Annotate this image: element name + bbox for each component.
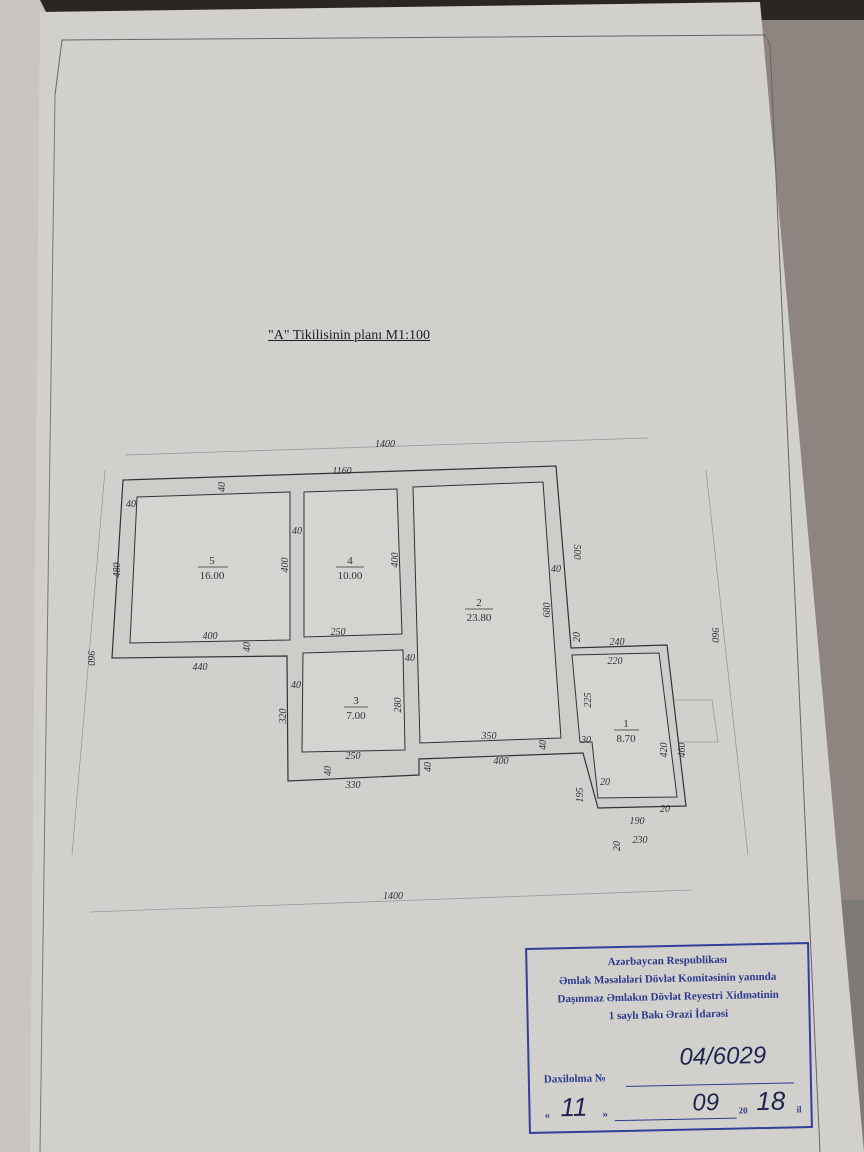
dim-label: 500 — [571, 545, 582, 560]
quote-close: » — [602, 1108, 609, 1121]
room-5-area: 16.00 — [200, 570, 225, 582]
dim-label: 400 — [390, 553, 401, 568]
stamp-line-4: 1 saylı Bakı Ərazi İdarəsi — [608, 1007, 729, 1023]
room-4-number: 4 — [347, 555, 353, 567]
page-frame — [54, 34, 821, 1152]
registration-number: 04/6029 — [679, 1041, 767, 1071]
dim-label: 280 — [393, 698, 404, 713]
dim-label: 230 — [633, 835, 648, 846]
dim-label: 960 — [709, 628, 720, 643]
dim-label: 240 — [610, 637, 625, 648]
dim-label: 20 — [660, 804, 670, 815]
dim-label: 400 — [280, 558, 291, 573]
stamp-line-1: Azərbaycan Respublikası — [607, 953, 728, 969]
dim-label: 40 — [405, 653, 415, 664]
year-suffix: il — [796, 1104, 802, 1115]
room-4-area: 10.00 — [338, 570, 363, 582]
dim-label: 40 — [423, 762, 434, 772]
room-1-number: 1 — [623, 718, 629, 730]
dim-label: 20 — [572, 632, 583, 642]
quote-open: « — [544, 1109, 551, 1122]
registration-stamp: Azərbaycan Respublikası Əmlak Məsələləri… — [525, 942, 813, 1134]
dim-label: 250 — [331, 627, 346, 638]
dim-label: 40 — [291, 680, 301, 691]
dim-label: 1400 — [375, 439, 395, 450]
dim-label: 400 — [494, 756, 509, 767]
dim-label: 40 — [217, 482, 228, 492]
dim-label: 40 — [323, 766, 334, 776]
dim-label: 220 — [608, 656, 623, 667]
dim-label: 320 — [278, 709, 289, 725]
year-prefix: 20 — [738, 1105, 748, 1116]
dim-label: 1160 — [332, 466, 351, 477]
dimension-labels: 1400 1160 40 40 480 40 400 400 400 250 4… — [85, 439, 720, 902]
dim-label: 30 — [580, 735, 591, 746]
stamp-day: 11 — [560, 1091, 588, 1123]
room-labels: 5 16.00 4 10.00 3 7.00 2 23.80 1 8.70 — [198, 555, 639, 745]
dim-label: 40 — [538, 740, 549, 750]
room-5-outline — [129, 491, 291, 644]
room-2-outline — [412, 481, 562, 744]
dim-label: 250 — [346, 751, 361, 762]
dim-label: 680 — [542, 603, 553, 618]
room-5-number: 5 — [209, 555, 215, 567]
dim-label: 195 — [575, 788, 586, 803]
dim-label: 400 — [203, 631, 218, 642]
room-3-outline — [301, 649, 406, 753]
dim-label: 40 — [242, 642, 253, 652]
dim-label: 40 — [292, 526, 302, 537]
page-frame-left — [39, 94, 56, 1152]
dim-label: 20 — [612, 841, 623, 851]
dim-label: 20 — [600, 777, 610, 788]
dim-label: 225 — [583, 693, 594, 708]
room-3-number: 3 — [353, 695, 359, 707]
registration-label: Daxilolma № — [543, 1072, 607, 1086]
stamp-line-3: Daşınmaz Əmlakın Dövlət Reyestri Xidməti… — [557, 988, 779, 1006]
month-line — [614, 1117, 737, 1122]
dim-label: 1400 — [383, 891, 403, 902]
dim-label: 350 — [481, 731, 497, 742]
room-4-outline — [303, 488, 403, 638]
dim-label: 960 — [85, 651, 96, 666]
dim-label: 420 — [659, 743, 670, 758]
room-1-outline — [571, 652, 678, 799]
dim-label: 440 — [193, 662, 208, 673]
room-1-area: 8.70 — [616, 733, 636, 745]
plan-title: "A" Tikilisinin planı M1:100 — [268, 328, 430, 343]
dim-label: 330 — [345, 780, 361, 791]
dim-label: 40 — [551, 564, 561, 575]
dim-label: 480 — [112, 563, 123, 578]
room-2-number: 2 — [476, 597, 482, 609]
dim-label: 460 — [677, 743, 688, 758]
stamp-year: 18 — [756, 1085, 786, 1117]
dim-label: 190 — [630, 816, 645, 827]
stamp-line-2: Əmlak Məsələləri Dövlət Komitəsinin yanı… — [559, 970, 777, 988]
dim-label: 40 — [126, 499, 136, 510]
room-3-area: 7.00 — [346, 710, 366, 722]
stamp-month: 09 — [692, 1088, 720, 1117]
room-2-area: 23.80 — [467, 612, 492, 624]
